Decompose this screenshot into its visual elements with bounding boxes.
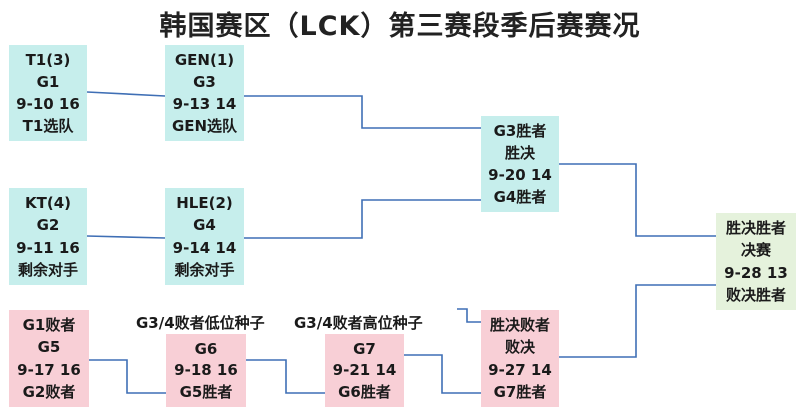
- box-line: 败决: [504, 338, 535, 357]
- box-line: 9-10 16: [16, 95, 80, 113]
- box-line: 9-13 14: [172, 95, 237, 113]
- box-line: 9-27 14: [488, 360, 552, 379]
- box-line: 决赛: [740, 241, 771, 260]
- box-line: G6胜者: [338, 383, 391, 402]
- box-line: HLE(2): [176, 194, 233, 213]
- connector-g5-g6: [89, 359, 166, 394]
- connector-lbfinal-final: [559, 284, 716, 358]
- box-line: KT(4): [24, 194, 71, 213]
- match-box-g2: KT(4) G2 9-11 16 剩余对手: [9, 188, 87, 285]
- box-line: G4: [193, 216, 216, 235]
- box-line: G5胜者: [179, 383, 233, 402]
- label-g7-seed: G3/4败者高位种子: [294, 314, 423, 332]
- box-line: 9-14 14: [172, 238, 237, 257]
- match-box-g4: HLE(2) G4 9-14 14 剩余对手: [165, 188, 244, 285]
- box-line: G3胜者: [493, 122, 547, 140]
- box-line: 9-18 16: [174, 361, 238, 380]
- match-box-winners-final: G3胜者 胜决 9-20 14 G4胜者: [481, 116, 559, 212]
- box-line: 9-17 16: [17, 360, 81, 379]
- connector-g4-semifinal: [244, 199, 481, 239]
- box-line: 9-28 13: [724, 263, 788, 282]
- match-box-g5: G1败者 G5 9-17 16 G2败者: [9, 310, 89, 407]
- box-line: T1(3): [25, 51, 71, 69]
- connector-g6-g7: [246, 359, 325, 394]
- box-line: G2: [36, 216, 60, 235]
- box-line: G7胜者: [493, 382, 547, 401]
- box-line: 9-11 16: [16, 238, 80, 257]
- label-g6-seed: G3/4败者低位种子: [136, 314, 265, 332]
- match-box-g7: G7 9-21 14 G6胜者: [325, 334, 404, 407]
- box-line: 败决胜者: [725, 285, 786, 304]
- match-box-g6: G6 9-18 16 G5胜者: [166, 334, 246, 407]
- box-line: T1选队: [22, 117, 74, 135]
- box-line: 9-20 14: [488, 166, 552, 184]
- match-box-g1: T1(3) G1 9-10 16 T1选队: [9, 45, 87, 141]
- box-line: G3: [193, 73, 216, 91]
- box-line: G2败者: [22, 382, 76, 401]
- match-box-g3: GEN(1) G3 9-13 14 GEN选队: [165, 45, 244, 141]
- match-box-losers-final: 胜决败者 败决 9-27 14 G7胜者: [481, 310, 559, 407]
- connector-semifinal-loser-lbfinal: [457, 308, 481, 323]
- box-line: 胜决胜者: [725, 219, 786, 238]
- box-line: 剩余对手: [174, 260, 235, 279]
- connector-g7-lbfinal: [404, 354, 481, 394]
- connector-g3-semifinal: [244, 95, 481, 129]
- connector-semifinal-final: [559, 163, 716, 237]
- page-title: 韩国赛区（LCK）第三赛段季后赛赛况: [159, 11, 641, 42]
- box-line: 胜决败者: [489, 316, 550, 335]
- box-line: G5: [37, 338, 61, 357]
- match-box-final: 胜决胜者 决赛 9-28 13 败决胜者: [716, 213, 796, 310]
- box-line: G7: [353, 339, 376, 358]
- connector-g2-g4: [86, 235, 166, 239]
- box-line: 9-21 14: [332, 361, 397, 380]
- box-line: GEN(1): [174, 51, 235, 69]
- connector-g1-g3: [86, 91, 166, 97]
- box-line: G4胜者: [493, 188, 547, 206]
- box-line: G1: [36, 73, 60, 91]
- box-line: G1败者: [22, 316, 76, 335]
- box-line: 剩余对手: [17, 260, 78, 279]
- box-line: G6: [194, 339, 218, 358]
- box-line: 胜决: [504, 144, 535, 162]
- box-line: GEN选队: [171, 117, 238, 135]
